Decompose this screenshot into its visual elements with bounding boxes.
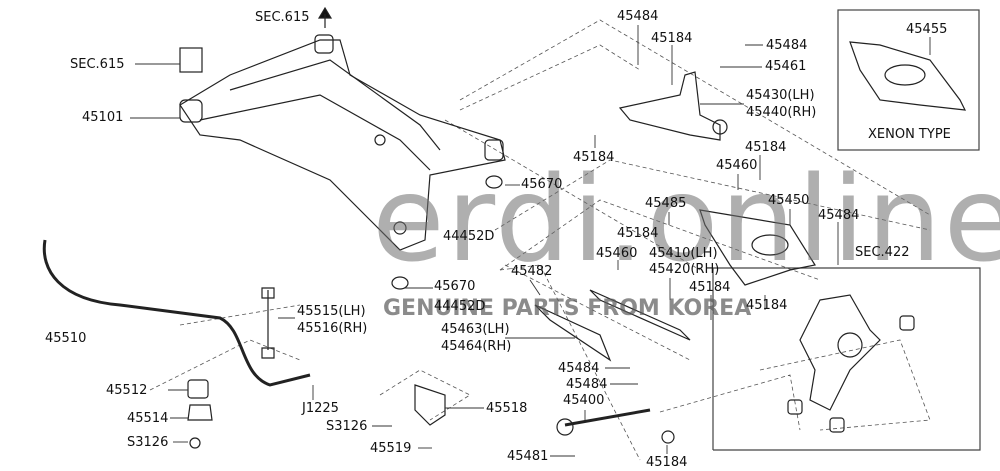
- upper-arm-45430: [618, 71, 721, 141]
- lower-arm-45450: [699, 209, 816, 286]
- part-label: 45516(RH): [297, 321, 368, 336]
- link-45463: [534, 304, 612, 362]
- part-label: 45510: [45, 331, 87, 346]
- part-label: 45460: [596, 246, 638, 261]
- clamp-45514: [187, 404, 213, 421]
- part-label: 45484: [766, 38, 808, 53]
- inset-caption: XENON TYPE: [868, 127, 951, 142]
- watermark-brand: erdi.online: [372, 150, 1000, 288]
- link-45410: [589, 289, 691, 341]
- subframe-45101: [179, 34, 506, 251]
- part-label: 45184: [573, 150, 615, 165]
- rod-45400: [564, 408, 651, 427]
- part-label: 45184: [617, 226, 659, 241]
- arrow-up-icon: [317, 6, 333, 28]
- part-label: 44452D: [443, 229, 495, 244]
- part-label: S3126: [326, 419, 368, 434]
- part-label: 45514: [127, 411, 169, 426]
- part-label: 45400: [563, 393, 605, 408]
- part-label: S3126: [127, 435, 169, 450]
- part-label: 45410(LH): [649, 246, 718, 261]
- part-label: 45184: [651, 31, 693, 46]
- part-label: 45484: [558, 361, 600, 376]
- part-label: 45463(LH): [441, 322, 510, 337]
- leader-lines: [130, 25, 931, 457]
- bracket-45518: [414, 384, 446, 426]
- part-label: 45464(RH): [441, 339, 512, 354]
- part-label: 45420(RH): [649, 262, 720, 277]
- part-label: 45430(LH): [746, 88, 815, 103]
- part-label: 45484: [818, 208, 860, 223]
- part-label: SEC.422: [855, 245, 910, 260]
- part-label: 45484: [617, 9, 659, 24]
- part-label: 45481: [507, 449, 549, 464]
- part-label: 45485: [645, 196, 687, 211]
- part-label: 45184: [689, 280, 731, 295]
- part-label: 45184: [745, 140, 787, 155]
- part-label: 45184: [746, 298, 788, 313]
- part-label: 45101: [82, 110, 124, 125]
- part-label: 45484: [566, 377, 608, 392]
- part-label: 45670: [434, 279, 476, 294]
- bushing-45512: [187, 379, 209, 399]
- part-label: 45515(LH): [297, 304, 366, 319]
- nut-s3126: [189, 437, 201, 449]
- xenon-arm-45455: [849, 41, 967, 111]
- dashed-guides: [149, 19, 931, 461]
- part-label: SEC.615: [70, 57, 125, 72]
- part-label: 45518: [486, 401, 528, 416]
- part-label: 45461: [765, 59, 807, 74]
- part-label: 45184: [646, 455, 688, 470]
- knuckle: [799, 294, 881, 411]
- part-label: SEC.615: [255, 10, 310, 25]
- part-label: 45519: [370, 441, 412, 456]
- watermark-tagline: GENUINE PARTS FROM KOREA: [383, 296, 752, 321]
- part-label: 45450: [768, 193, 810, 208]
- part-label: 45460: [716, 158, 758, 173]
- stabilizer-bar-45510: [42, 239, 311, 387]
- knuckle-box: [712, 267, 981, 451]
- xenon-inset-box: [837, 9, 980, 151]
- part-label: J1225: [302, 401, 339, 416]
- part-label: 45440(RH): [746, 105, 817, 120]
- link-45515: [261, 287, 275, 359]
- part-label: 45512: [106, 383, 148, 398]
- part-label: 45670: [521, 177, 563, 192]
- inset-part-label: 45455: [906, 22, 948, 37]
- part-label: 45482: [511, 264, 553, 279]
- part-label: 44452D: [434, 299, 486, 314]
